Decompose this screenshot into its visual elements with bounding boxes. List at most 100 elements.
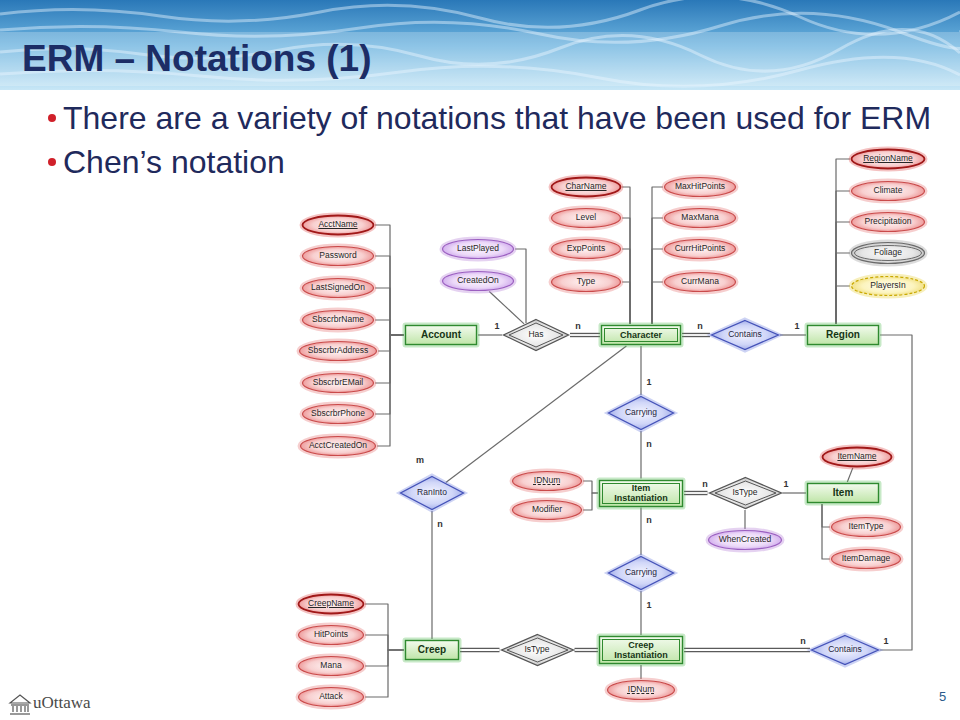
attribute-line: [652, 249, 663, 324]
node-outline-shape: [606, 679, 676, 701]
node-label-group: RegionName: [863, 154, 913, 164]
connector-inner: [684, 649, 810, 651]
bullet-text: Chen’s notation: [63, 144, 285, 180]
node-outline-shape: [299, 435, 377, 457]
attribute-ellipse: SbscrbrAddress: [298, 340, 378, 362]
node-outline-shape: [598, 479, 684, 508]
connector-outer: [684, 648, 810, 652]
node-label: Contains: [828, 645, 862, 655]
key-attribute-ellipse: AcctName: [301, 214, 375, 236]
node-label: Has: [528, 330, 543, 340]
node-label: CreepName: [308, 599, 354, 609]
node-label: RegionName: [863, 154, 913, 164]
node-label-group: IDNum: [534, 476, 560, 486]
node-outline-shape: [707, 529, 783, 551]
node-outline-shape: [301, 214, 375, 236]
node-label: MaxMana: [681, 213, 718, 223]
node-outline-shape: [511, 499, 583, 521]
entity-box: Item: [806, 482, 880, 504]
attribute-line: [836, 191, 850, 324]
relationship-diamond: Carrying: [607, 555, 675, 591]
connector-outer: [570, 333, 600, 337]
cardinality-label: 1: [493, 321, 500, 331]
attribute-line: [378, 335, 404, 351]
node-outline-shape: [404, 639, 460, 661]
node-outline-shape: [550, 271, 622, 293]
node-outline-shape: [602, 326, 681, 345]
connector-stroke: [783, 492, 807, 493]
connector-stroke: [489, 292, 524, 324]
relationship-line: [432, 511, 433, 639]
attribute-line: [365, 604, 404, 650]
node-label: Modifier: [532, 505, 562, 515]
node-outline-shape: [301, 403, 375, 425]
attribute-line: [836, 253, 850, 324]
attribute-line: [375, 225, 404, 335]
node-outline-shape: [550, 176, 622, 198]
node-outline-shape: [301, 277, 375, 299]
node-label: CreatedOn: [457, 276, 499, 286]
cardinality-label: n: [574, 321, 582, 331]
node-label: ExpPoints: [567, 244, 605, 254]
node-label: Item: [833, 487, 854, 499]
key-attribute-ellipse: ItemName: [821, 446, 893, 468]
connector-stroke: [836, 286, 850, 324]
node-outline-shape: [303, 374, 374, 393]
node-label-group: Carrying: [625, 408, 657, 418]
connector-inner: [682, 334, 710, 336]
title-band: [0, 32, 960, 86]
node-outline-shape: [299, 626, 364, 645]
node-outline-shape: [552, 273, 621, 292]
connector-stroke: [622, 282, 630, 324]
key-attribute-ellipse: CharName: [550, 176, 622, 198]
node-outline-shape: [441, 270, 515, 292]
connector-stroke: [640, 591, 641, 635]
attribute-line: [489, 292, 524, 324]
attribute-ellipse: Climate: [850, 180, 926, 202]
connector-stroke: [515, 249, 526, 323]
node-label: Item Instantiation: [605, 483, 677, 504]
connector-stroke: [652, 282, 663, 324]
node-label: Account: [421, 329, 461, 341]
connector-stroke: [880, 335, 912, 650]
connector-stroke: [622, 218, 630, 324]
node-label-group: LastPlayed: [457, 244, 499, 254]
node-outline-shape: [603, 483, 680, 503]
attribute-ellipse: Mana: [297, 655, 365, 677]
attribute-line: [836, 222, 850, 324]
node-label-group: IsType: [732, 488, 757, 498]
node-outline-shape: [850, 148, 926, 170]
node-label-group: CharName: [565, 182, 606, 192]
node-label-group: RanInto: [417, 488, 447, 498]
node-label: SbscrbrPhone: [311, 409, 365, 419]
node-label: Mana: [320, 661, 341, 671]
node-label: SbscrbrEMail: [313, 378, 364, 388]
connector-stroke: [365, 635, 404, 650]
logo-icon: [10, 695, 30, 714]
connector-stroke: [375, 288, 404, 335]
node-label: Level: [576, 213, 596, 223]
node-outline-shape: [300, 342, 377, 361]
node-outline-shape: [303, 247, 374, 266]
attribute-ellipse: MaxHitPoints: [663, 176, 737, 198]
connector-stroke: [375, 320, 404, 335]
node-label-group: HitPoints: [314, 630, 348, 640]
bullet-dot: [48, 158, 56, 166]
node-label-group: MaxMana: [681, 213, 718, 223]
node-label-group: Foliage: [874, 248, 902, 258]
key-attribute-ellipse: CreepName: [297, 593, 365, 615]
node-outline-shape: [852, 182, 925, 201]
node-outline-shape: [301, 437, 376, 456]
node-outline-shape: [303, 279, 374, 298]
node-outline-shape: [665, 240, 736, 259]
node-outline-shape: [406, 641, 459, 660]
cardinality-label: n: [645, 439, 653, 449]
node-label-group: Item: [833, 487, 854, 499]
node-label: SbscrbrAddress: [308, 346, 368, 356]
node-outline-shape: [406, 326, 477, 345]
attribute-ellipse: ItemDamage: [830, 548, 902, 570]
connector-stroke: [622, 187, 630, 324]
cardinality-label: n: [436, 519, 444, 529]
node-outline-shape: [297, 593, 365, 615]
node-label: Climate: [874, 186, 903, 196]
